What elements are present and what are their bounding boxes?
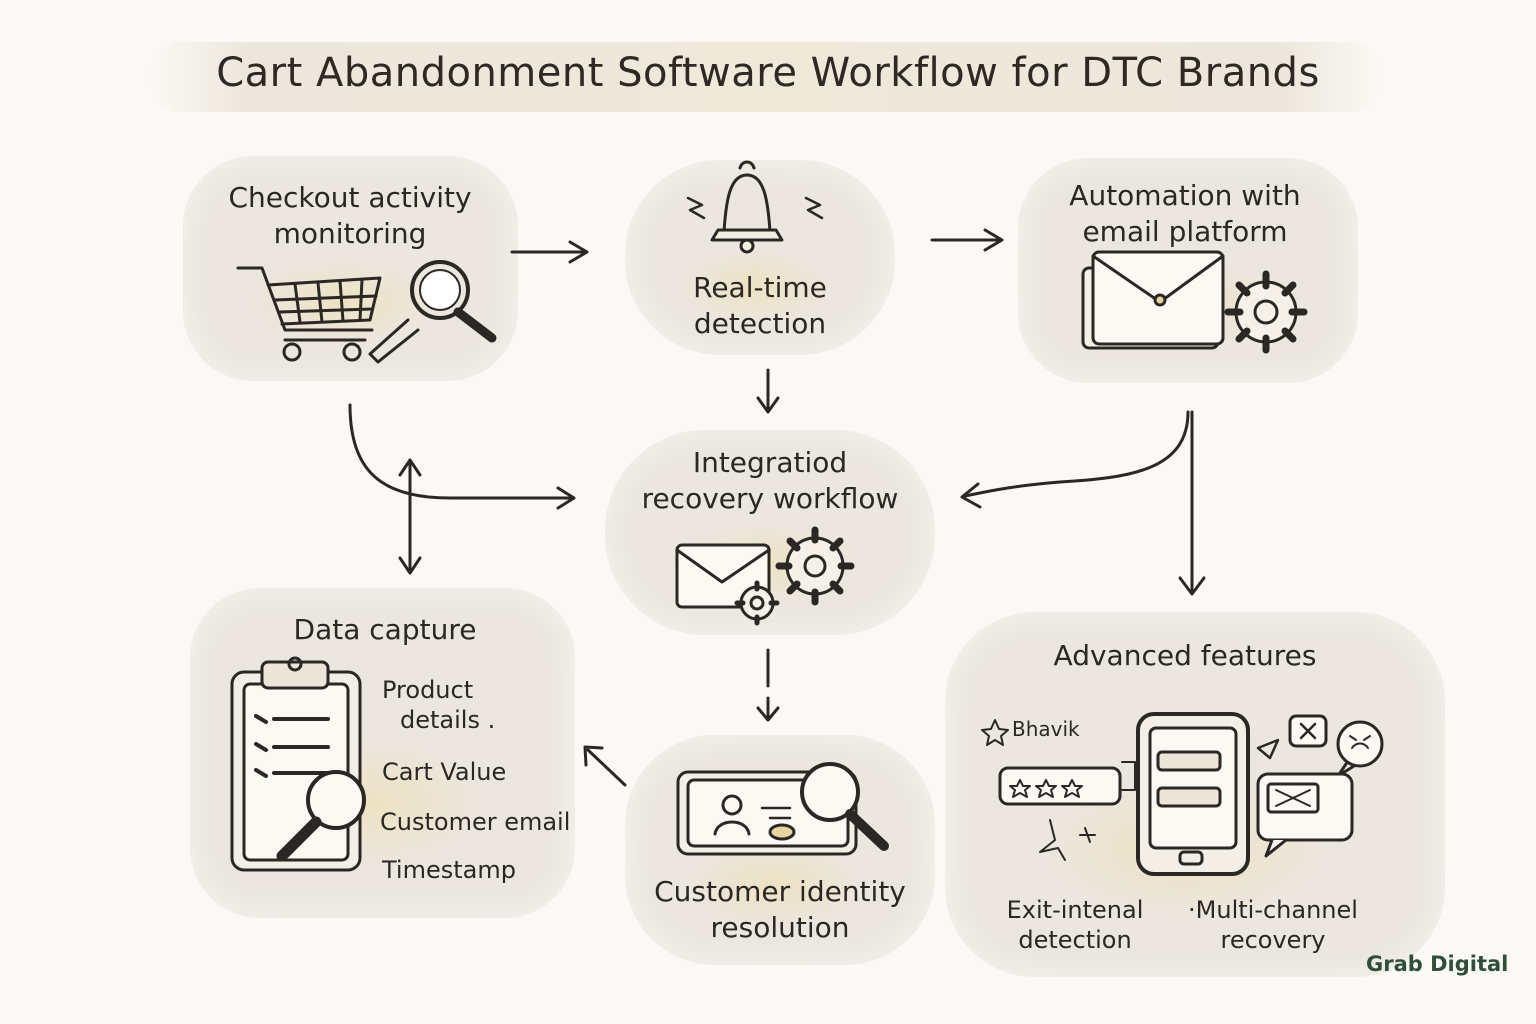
advanced-badge-text: Bhavik [1012, 717, 1080, 741]
sparkle-icons [1039, 819, 1096, 861]
connector-checkout-to-integrated [348, 403, 576, 510]
bell-icon [686, 160, 824, 254]
magnifier-icon-data-capture [276, 770, 366, 862]
connector-realtime-to-automation [930, 228, 1004, 252]
advanced-label: Advanced features [1053, 639, 1317, 672]
feature-exit-intent: Exit-intenal detection [1006, 896, 1144, 954]
magnifier-icon-checkout [368, 260, 497, 364]
data-item-customer-email: Customer email [380, 808, 571, 836]
gear-icon-large-integrated [775, 526, 855, 606]
identity-label: Customer identity resolution [654, 875, 906, 944]
automation-label: Automation with email platform [1069, 179, 1301, 248]
connector-automation-to-integrated [960, 410, 1190, 509]
envelope-icon-automation [1081, 250, 1225, 350]
rating-card-icon [998, 761, 1136, 806]
close-badge-icon [1288, 714, 1328, 748]
connector-data-capture-bidirectional [398, 458, 422, 575]
node-real-time-detection [625, 160, 895, 355]
feature-multi-channel: ·Multi-channel recovery [1188, 896, 1358, 954]
checkout-label: Checkout activity monitoring [228, 181, 472, 250]
connector-checkout-to-realtime [510, 240, 589, 264]
gear-icon-automation [1224, 270, 1308, 354]
data-capture-label: Data capture [293, 613, 477, 646]
diagram-title: Cart Abandonment Software Workflow for D… [216, 50, 1320, 96]
star-icon-badge [981, 719, 1009, 746]
magnifier-icon-identity [800, 762, 889, 851]
connector-realtime-to-integrated [756, 368, 780, 414]
phone-icon [1136, 712, 1250, 876]
connector-identity-to-data-capture [583, 745, 627, 787]
data-item-timestamp: Timestamp [382, 856, 516, 884]
data-item-cart-value: Cart Value [382, 758, 507, 786]
cursor-icon [1256, 738, 1280, 760]
message-card-icon [1256, 772, 1354, 858]
data-item-product: Product [382, 676, 474, 704]
integrated-label: Integratiod recovery workflow [641, 446, 899, 515]
gear-icon-small-integrated [734, 580, 780, 626]
realtime-label: Real-time detection [693, 271, 827, 340]
data-capture-list: Product details . Cart Value Customer em… [380, 675, 570, 885]
title-highlight [150, 42, 1380, 112]
brand-logo-text: Grab Digital [1366, 952, 1509, 976]
connector-automation-to-advanced [1178, 410, 1206, 596]
connector-integrated-to-identity [756, 648, 780, 722]
data-item-details: details . [400, 706, 496, 734]
chat-bubble-icon [1336, 720, 1384, 778]
shopping-cart-icon [236, 266, 382, 362]
